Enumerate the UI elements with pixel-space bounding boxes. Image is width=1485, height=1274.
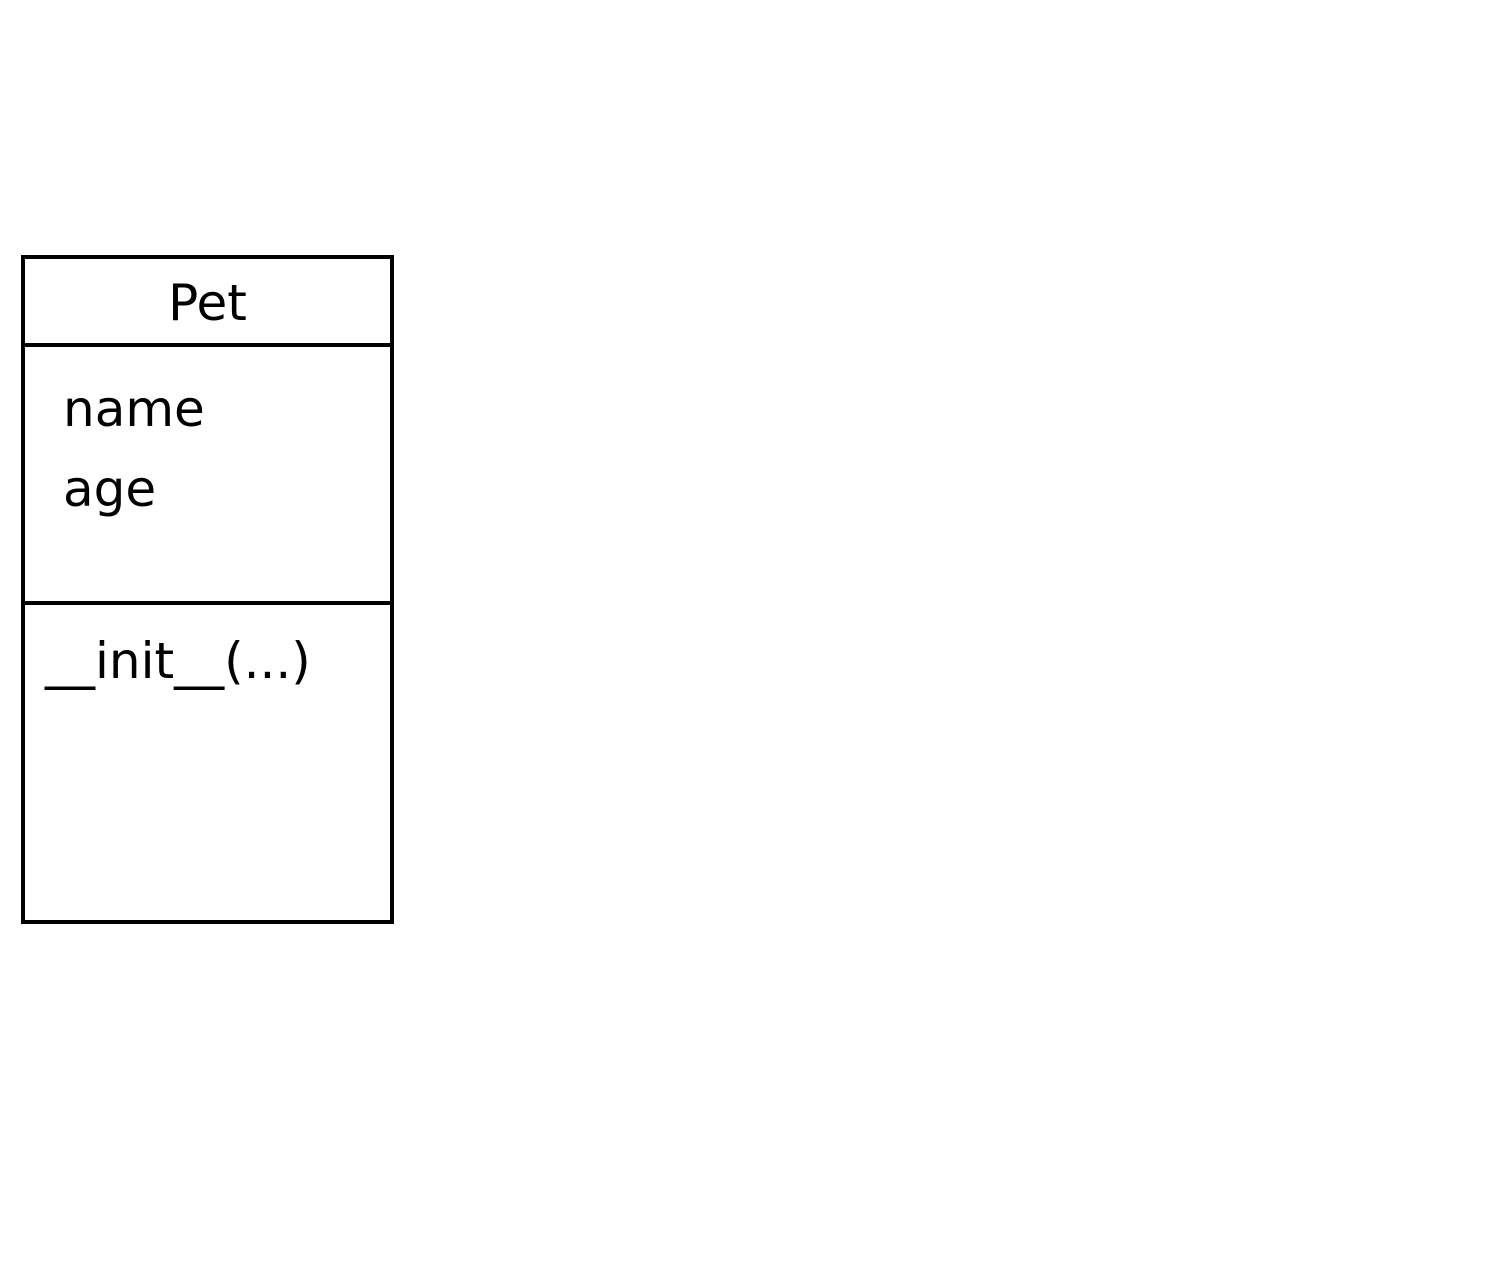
class-name: Pet xyxy=(25,259,390,347)
methods-section: __init__(...) xyxy=(25,605,390,920)
attribute-age: age xyxy=(63,460,157,518)
uml-class-box: Pet name age __init__(...) xyxy=(21,255,394,924)
method-init: __init__(...) xyxy=(45,632,311,690)
attributes-section: name age xyxy=(25,347,390,605)
attribute-name: name xyxy=(63,380,205,438)
